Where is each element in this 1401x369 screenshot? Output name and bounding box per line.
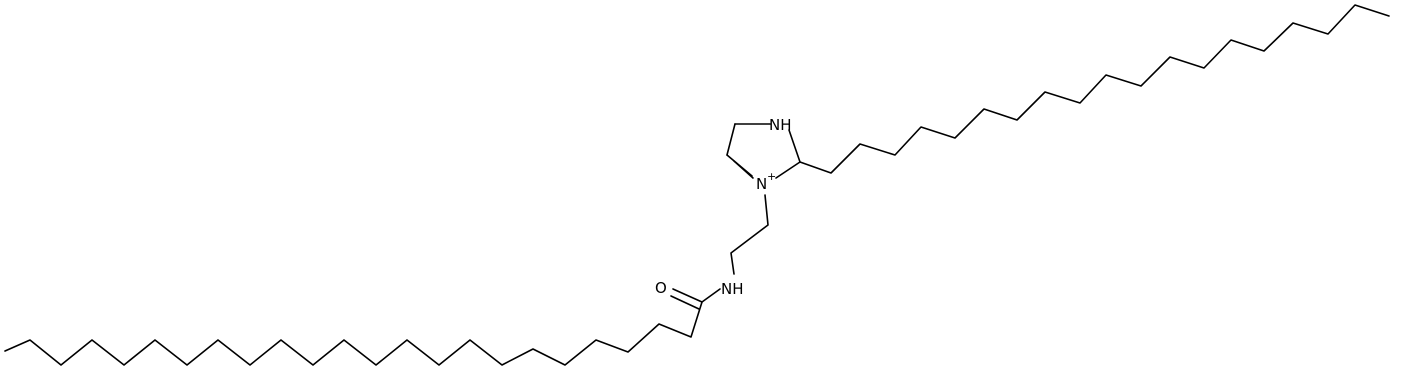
- ring-double-bond-inner: [733, 160, 754, 179]
- ring-bond-c5-c4: [726, 123, 736, 156]
- carbonyl-double-bond-b: [670, 295, 700, 310]
- amide-nh-label: NH: [721, 280, 744, 298]
- ring-bond-c2-nh: [788, 129, 801, 163]
- charge-label: +: [767, 170, 776, 183]
- ring-nh-label: NH: [769, 116, 792, 134]
- ring-bond-n3-c2: [775, 161, 801, 179]
- ethyl-linker: [730, 194, 769, 275]
- carbonyl-double-bond-a: [672, 288, 703, 303]
- docosanoyl-chain: [4, 301, 703, 366]
- ring-n-plus-label: N: [756, 175, 767, 193]
- carbonyl-o-label: O: [655, 279, 667, 297]
- amide-n-c-bond: [701, 288, 721, 303]
- heptadecyl-chain: [799, 4, 1390, 174]
